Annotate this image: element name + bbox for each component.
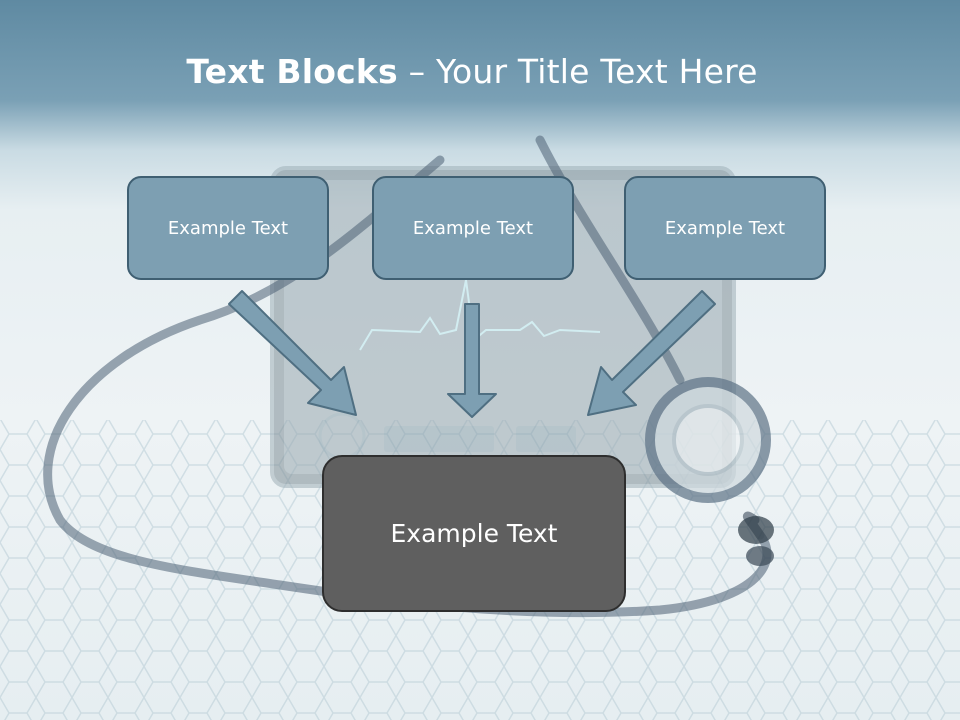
text-block-main: Example Text	[322, 455, 626, 612]
stethoscope-earpiece-icon	[738, 516, 774, 566]
text-block-right-label: Example Text	[664, 217, 786, 239]
title-bold: Text Blocks	[186, 52, 398, 91]
text-block-center-label: Example Text	[412, 217, 534, 239]
title-rest: – Your Title Text Here	[397, 52, 758, 91]
slide-title: Text Blocks – Your Title Text Here	[0, 52, 944, 91]
text-block-left-label: Example Text	[167, 217, 289, 239]
text-block-right: Example Text	[624, 176, 826, 280]
stethoscope-chestpiece-icon	[645, 377, 771, 503]
text-block-left: Example Text	[127, 176, 329, 280]
text-block-main-label: Example Text	[390, 519, 558, 548]
text-block-center: Example Text	[372, 176, 574, 280]
